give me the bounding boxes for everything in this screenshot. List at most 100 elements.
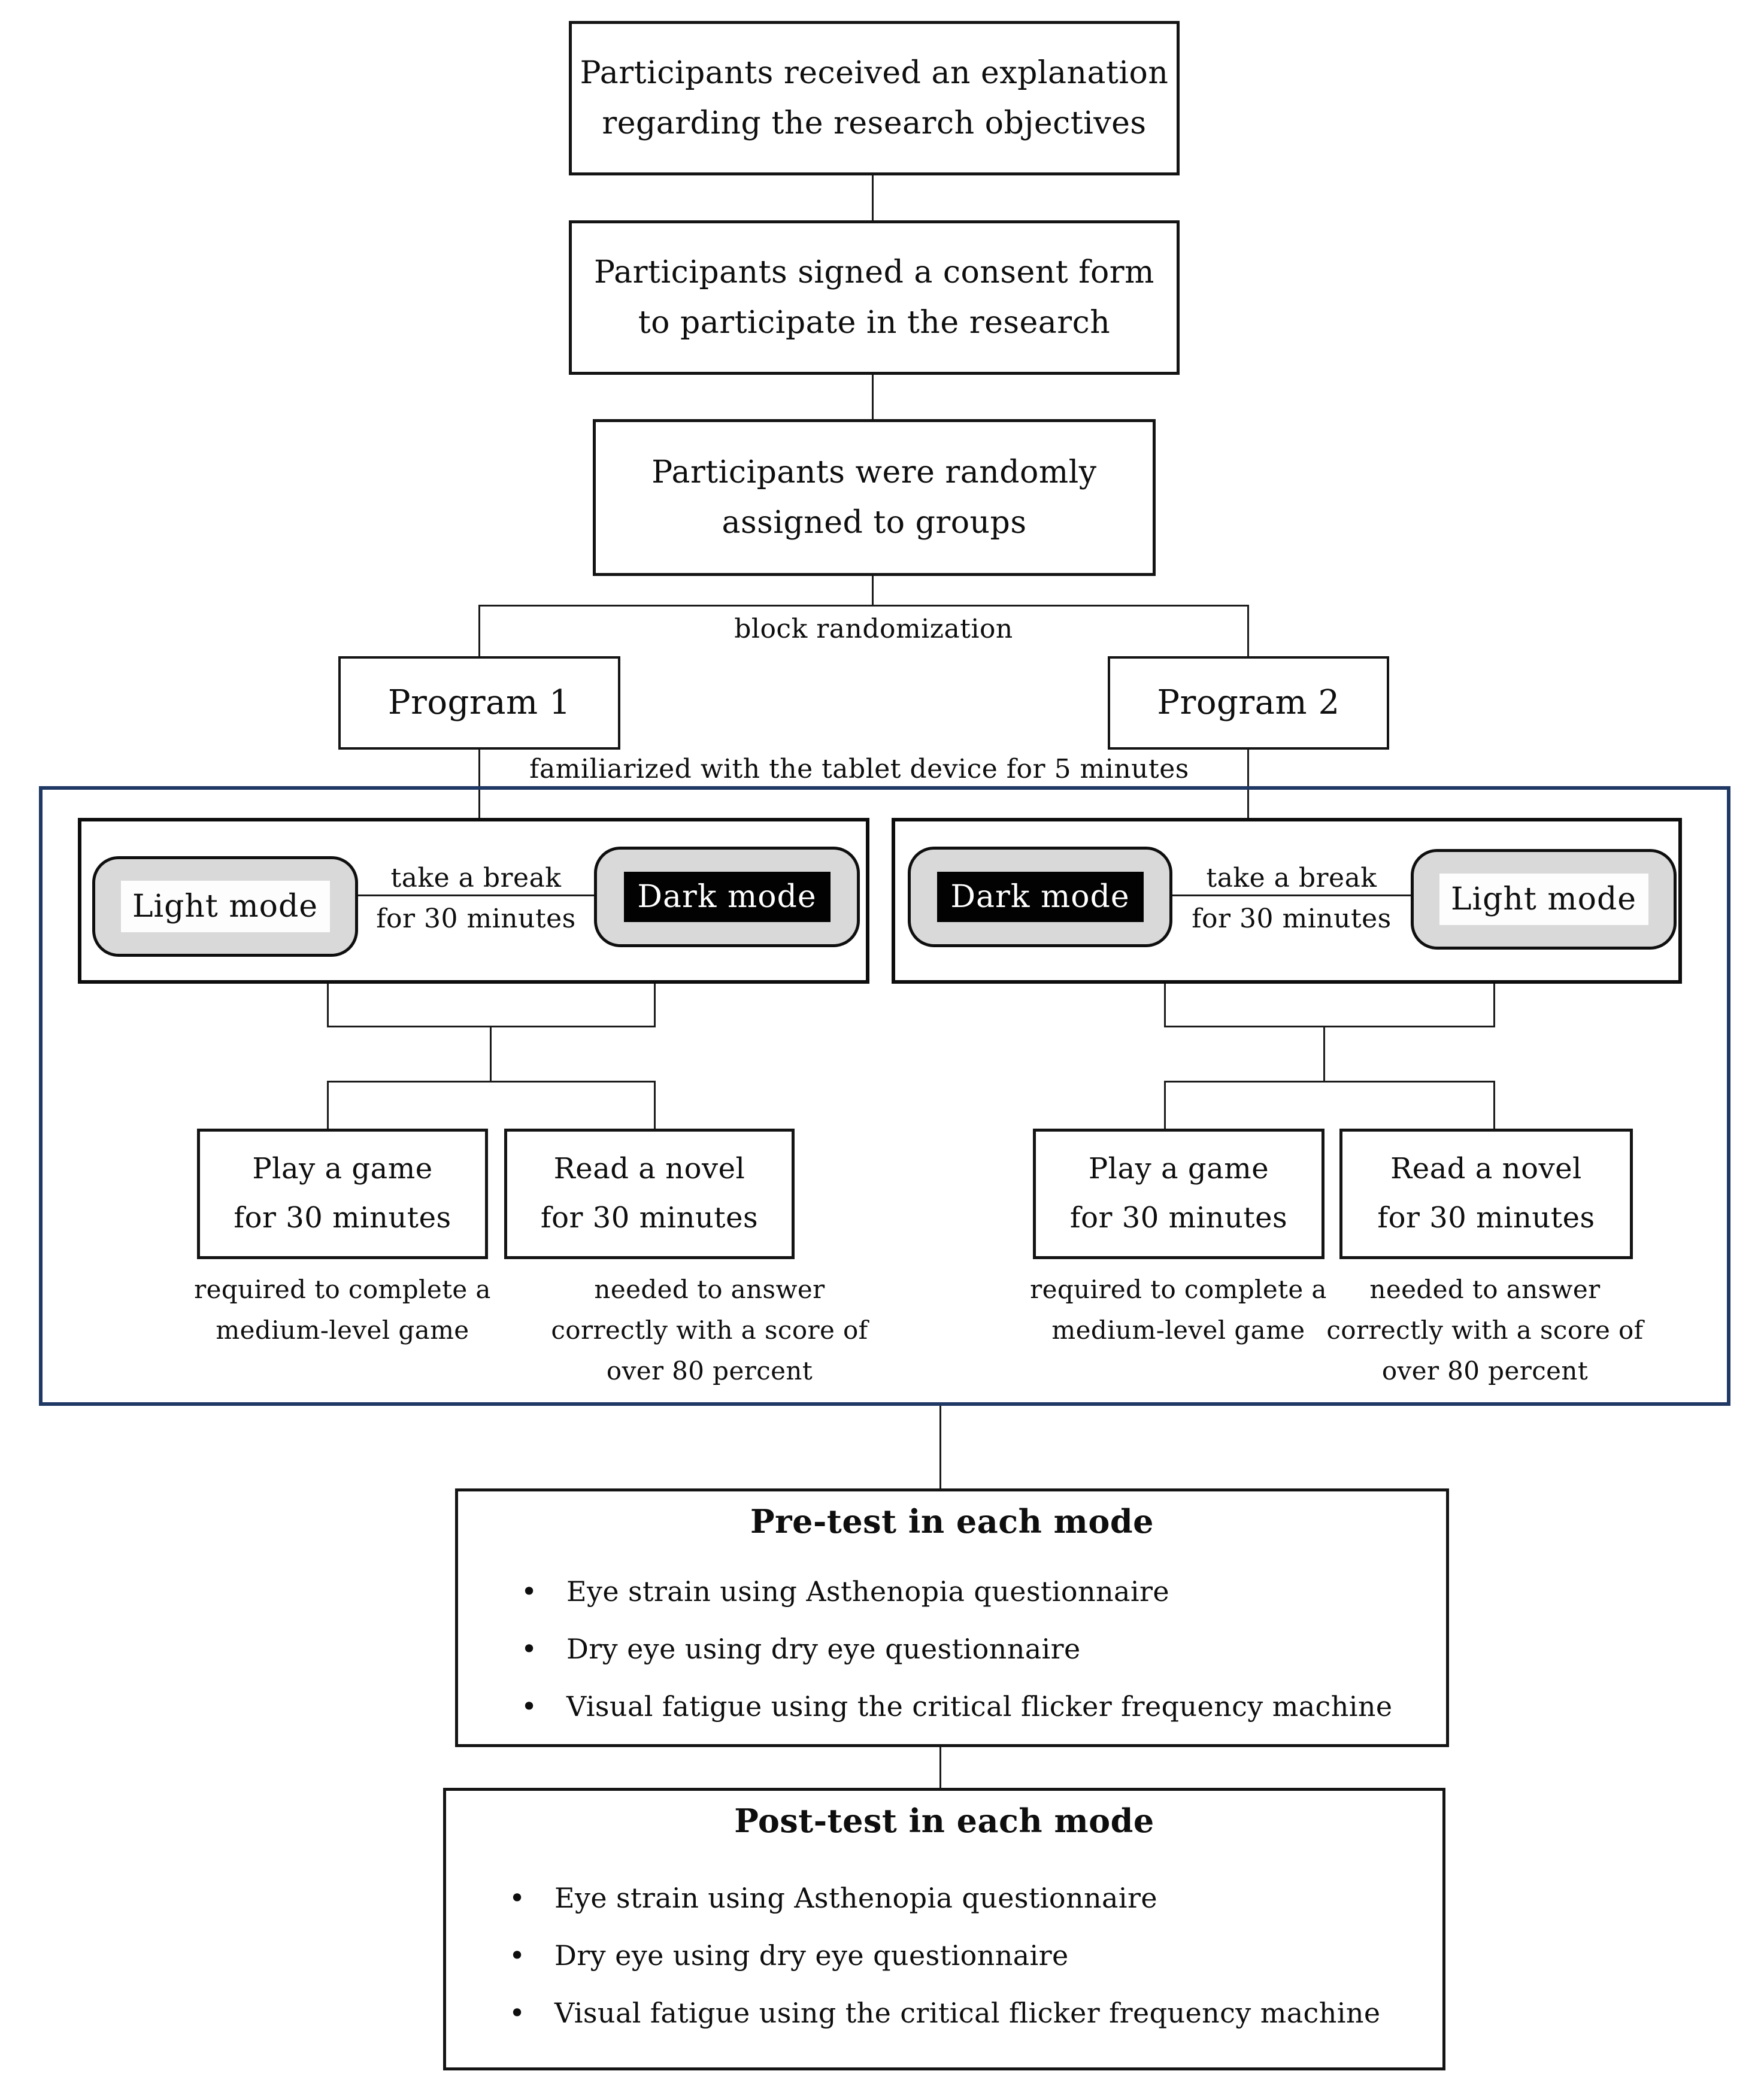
posttest-bullet-text: Visual fatigue using the critical flicke… bbox=[554, 1997, 1381, 2029]
bullet-dot-icon bbox=[509, 1882, 554, 1914]
group2-break-label-line1: take a break bbox=[1206, 863, 1377, 893]
group2-novel-note-line3: over 80 percent bbox=[1381, 1356, 1589, 1385]
connector-split-program1 bbox=[478, 605, 480, 656]
group1-novel-note-line3: over 80 percent bbox=[606, 1356, 813, 1385]
connector-assign-split bbox=[872, 576, 874, 605]
group2-novel-note-line1: needed to answer bbox=[1369, 1275, 1601, 1304]
posttest-bullet-item: Dry eye using dry eye questionnaire bbox=[509, 1939, 1424, 1997]
pretest-bullet-item: Eye strain using Asthenopia questionnair… bbox=[521, 1575, 1428, 1633]
pretest-bullet-item: Dry eye using dry eye questionnaire bbox=[521, 1633, 1428, 1690]
group1-game-note: required to complete a medium-level game bbox=[187, 1269, 498, 1351]
group1-break-label-line1: take a break bbox=[390, 863, 562, 893]
group1-tree-drop-game bbox=[327, 1083, 329, 1129]
group2-dark-mode-label: Dark mode bbox=[936, 872, 1144, 922]
group1-tree-splitter bbox=[327, 1081, 656, 1083]
group2-novel-note-line2: correctly with a score of bbox=[1326, 1315, 1644, 1345]
step-assign-box: Participants were randomly assigned to g… bbox=[593, 419, 1156, 576]
program1-label: Program 1 bbox=[387, 683, 571, 722]
group2-light-mode-label: Light mode bbox=[1439, 874, 1648, 925]
group2-novel-box: Read a novel for 30 minutes bbox=[1339, 1129, 1633, 1259]
group1-novel-line2: for 30 minutes bbox=[540, 1201, 759, 1235]
pretest-bullet-text: Eye strain using Asthenopia questionnair… bbox=[566, 1575, 1169, 1608]
pretest-bullet-text: Visual fatigue using the critical flicke… bbox=[566, 1690, 1393, 1723]
group2-light-mode-capsule: Light mode bbox=[1411, 849, 1677, 950]
group1-dark-mode-capsule: Dark mode bbox=[594, 847, 860, 947]
group2-game-note-line1: required to complete a bbox=[1030, 1275, 1327, 1304]
connector-consent-assign bbox=[872, 375, 874, 419]
group2-tree-drop-novel bbox=[1493, 1083, 1495, 1129]
step-explanation-line2: regarding the research objectives bbox=[602, 105, 1147, 141]
pretest-box: Pre-test in each mode Eye strain using A… bbox=[455, 1488, 1449, 1747]
group1-tree-drop-left bbox=[327, 984, 329, 1026]
step-consent-box: Participants signed a consent form to pa… bbox=[569, 220, 1180, 375]
group2-dark-mode-capsule: Dark mode bbox=[908, 847, 1172, 947]
program2-label: Program 2 bbox=[1157, 683, 1340, 722]
bullet-dot-icon bbox=[521, 1633, 566, 1665]
group2-break-connector bbox=[1172, 895, 1411, 896]
group1-break-connector bbox=[358, 895, 594, 896]
group1-tree-center-drop bbox=[490, 1027, 492, 1083]
posttest-bullet-text: Dry eye using dry eye questionnaire bbox=[554, 1939, 1069, 1972]
connector-pretest-posttest bbox=[939, 1747, 941, 1788]
posttest-bullet-item: Visual fatigue using the critical flicke… bbox=[509, 1997, 1424, 2054]
group1-game-line1: Play a game bbox=[252, 1152, 433, 1186]
group1-light-mode-capsule: Light mode bbox=[92, 856, 358, 957]
step-consent-line2: to participate in the research bbox=[638, 305, 1111, 341]
group1-tree-joiner bbox=[327, 1026, 656, 1027]
posttest-title: Post-test in each mode bbox=[734, 1802, 1154, 1840]
connector-container-pretest bbox=[939, 1406, 941, 1488]
bullet-dot-icon bbox=[521, 1690, 566, 1723]
group2-break-label-line2: for 30 minutes bbox=[1192, 903, 1392, 934]
group1-game-box: Play a game for 30 minutes bbox=[197, 1129, 488, 1259]
group2-game-line2: for 30 minutes bbox=[1069, 1201, 1288, 1235]
group2-game-line1: Play a game bbox=[1088, 1152, 1269, 1186]
pretest-bullet-list: Eye strain using Asthenopia questionnair… bbox=[521, 1575, 1428, 1748]
step-assign-line2: assigned to groups bbox=[722, 505, 1027, 541]
group2-tree-drop-left bbox=[1164, 984, 1166, 1026]
group2-tree-center-drop bbox=[1323, 1027, 1325, 1083]
bullet-dot-icon bbox=[521, 1575, 566, 1608]
step-assign-line1: Participants were randomly bbox=[651, 454, 1097, 490]
split-bar bbox=[478, 605, 1249, 607]
program1-box: Program 1 bbox=[338, 656, 620, 750]
group2-novel-note: needed to answer correctly with a score … bbox=[1317, 1269, 1653, 1391]
group2-game-note-line2: medium-level game bbox=[1051, 1315, 1305, 1345]
group1-dark-mode-label: Dark mode bbox=[623, 872, 831, 922]
group1-novel-note: needed to answer correctly with a score … bbox=[542, 1269, 877, 1391]
group2-tree-drop-right bbox=[1493, 984, 1495, 1026]
connector-program1-group1 bbox=[478, 750, 480, 818]
group1-break-label-line2: for 30 minutes bbox=[376, 903, 576, 934]
block-randomization-label: block randomization bbox=[734, 614, 1013, 644]
program2-box: Program 2 bbox=[1108, 656, 1389, 750]
posttest-bullet-text: Eye strain using Asthenopia questionnair… bbox=[554, 1882, 1157, 1914]
connector-explanation-consent bbox=[872, 175, 874, 220]
group1-game-note-line1: required to complete a bbox=[194, 1275, 491, 1304]
group1-novel-box: Read a novel for 30 minutes bbox=[504, 1129, 795, 1259]
group2-tree-splitter bbox=[1164, 1081, 1495, 1083]
bullet-dot-icon bbox=[509, 1997, 554, 2029]
group1-novel-note-line2: correctly with a score of bbox=[551, 1315, 868, 1345]
group1-light-mode-label: Light mode bbox=[120, 881, 330, 932]
group1-game-line2: for 30 minutes bbox=[234, 1201, 451, 1235]
connector-program2-group2 bbox=[1247, 750, 1249, 818]
pretest-title: Pre-test in each mode bbox=[750, 1502, 1154, 1541]
group2-novel-line2: for 30 minutes bbox=[1377, 1201, 1595, 1235]
pretest-bullet-text: Dry eye using dry eye questionnaire bbox=[566, 1633, 1081, 1665]
group1-novel-note-line1: needed to answer bbox=[594, 1275, 825, 1304]
posttest-box: Post-test in each mode Eye strain using … bbox=[443, 1788, 1445, 2070]
group2-novel-line1: Read a novel bbox=[1390, 1152, 1582, 1186]
group1-tree-drop-right bbox=[654, 984, 656, 1026]
step-consent-line1: Participants signed a consent form bbox=[594, 254, 1154, 290]
familiarized-label: familiarized with the tablet device for … bbox=[529, 754, 1189, 784]
group1-novel-line1: Read a novel bbox=[553, 1152, 745, 1186]
group2-tree-joiner bbox=[1164, 1026, 1495, 1027]
group1-tree-drop-novel bbox=[654, 1083, 656, 1129]
group1-game-note-line2: medium-level game bbox=[216, 1315, 469, 1345]
posttest-bullet-list: Eye strain using Asthenopia questionnair… bbox=[509, 1882, 1424, 2054]
connector-split-program2 bbox=[1247, 605, 1249, 656]
group2-game-note: required to complete a medium-level game bbox=[1023, 1269, 1334, 1351]
posttest-bullet-item: Eye strain using Asthenopia questionnair… bbox=[509, 1882, 1424, 1939]
group2-game-box: Play a game for 30 minutes bbox=[1033, 1129, 1324, 1259]
step-explanation-box: Participants received an explanation reg… bbox=[569, 21, 1180, 175]
